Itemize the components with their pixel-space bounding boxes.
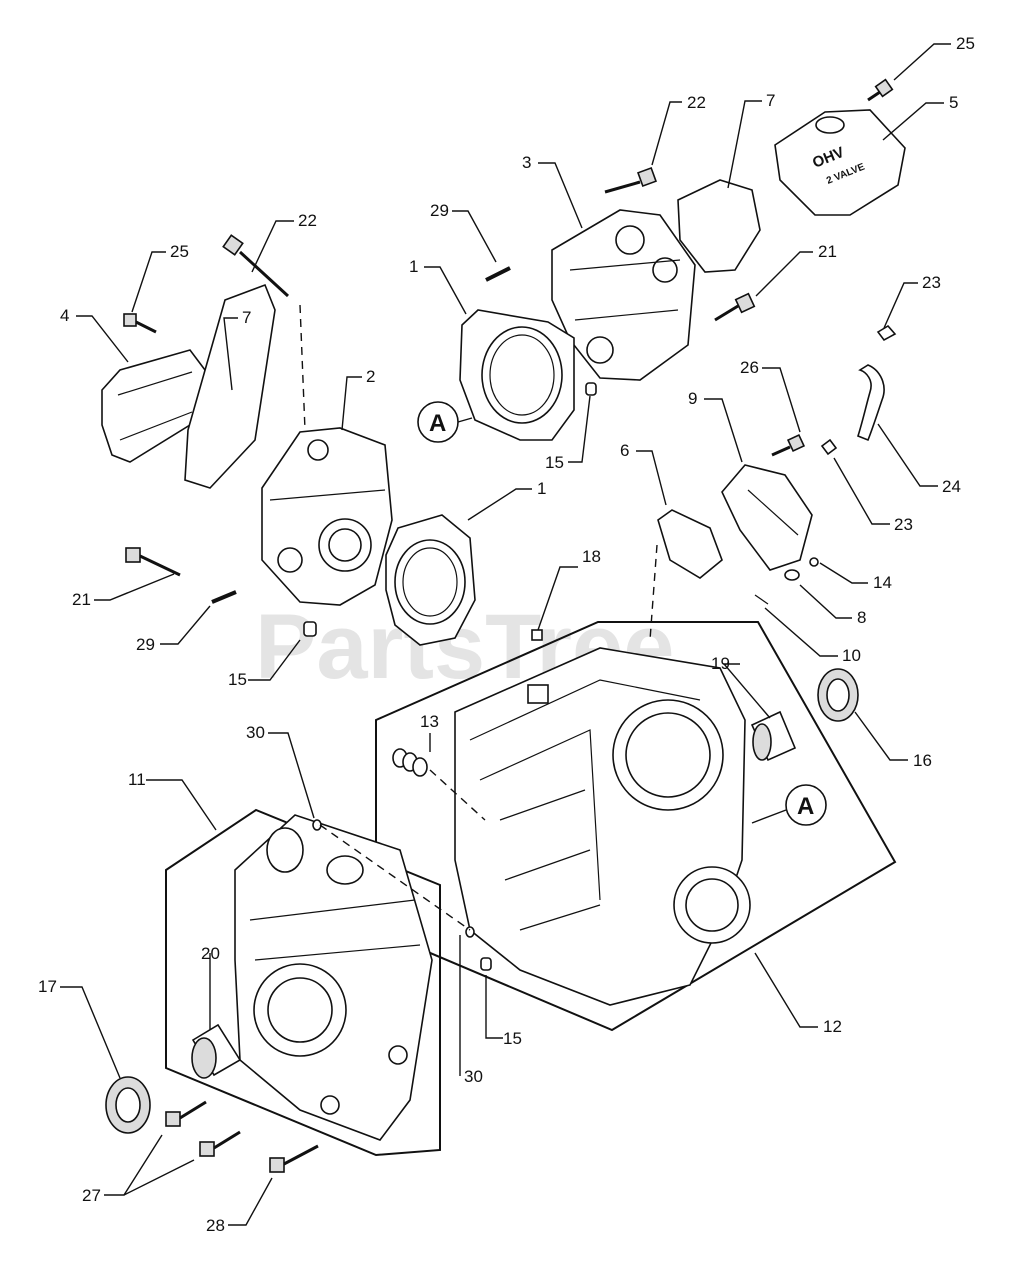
screw-25-left xyxy=(123,313,157,334)
plug-18 xyxy=(531,629,543,641)
callout-26: 26 xyxy=(740,358,759,377)
callout-17: 17 xyxy=(38,977,57,996)
svg-text:A: A xyxy=(797,793,814,820)
callout-8: 8 xyxy=(857,608,866,627)
bolt-28 xyxy=(269,1144,319,1173)
spring-13 xyxy=(392,748,428,777)
callout-18: 18 xyxy=(582,547,601,566)
callout-29-upper: 29 xyxy=(430,201,449,220)
callout-22-left: 22 xyxy=(298,211,317,230)
callout-29-lower: 29 xyxy=(136,635,155,654)
callout-20: 20 xyxy=(201,944,220,963)
callout-2: 2 xyxy=(366,367,375,386)
breather-tube-24 xyxy=(857,364,885,442)
svg-text:A: A xyxy=(429,410,446,437)
assembly-line-head-2 xyxy=(299,304,306,431)
assembly-line-spring-13 xyxy=(429,769,486,821)
bolt-21-right xyxy=(714,292,756,322)
callout-22-top: 22 xyxy=(687,93,706,112)
callout-27: 27 xyxy=(82,1186,101,1205)
valve-cover-gasket-lower xyxy=(184,283,276,489)
callout-23-lower: 23 xyxy=(894,515,913,534)
head-gasket-upper xyxy=(459,309,575,441)
oil-seal-16 xyxy=(817,668,859,722)
o-ring-30-lower xyxy=(465,926,475,938)
pin-14 xyxy=(809,557,819,567)
valve-cover-5: OHV 2 VALVE xyxy=(774,109,906,216)
callout-labels: 1 1 2 3 4 5 6 7 7 8 9 10 11 12 13 14 15 … xyxy=(38,34,975,1235)
callout-15-middle: 15 xyxy=(228,670,247,689)
cylinder-head-3 xyxy=(551,209,696,381)
breather-gasket-6 xyxy=(657,509,723,579)
callout-7-upper: 7 xyxy=(766,91,775,110)
screw-25-top xyxy=(867,78,894,102)
clip-8 xyxy=(784,569,800,581)
head-gasket-lower xyxy=(385,514,476,646)
callout-7-lower: 7 xyxy=(242,308,251,327)
assembly-line-cover-crankcase xyxy=(319,824,471,931)
hose-clamp-upper xyxy=(876,324,897,342)
assembly-line-breather xyxy=(649,544,658,641)
callout-25-top: 25 xyxy=(956,34,975,53)
bushing-20 xyxy=(191,1023,242,1079)
front-cover-group-outline xyxy=(165,808,441,1157)
dowel-15-upper xyxy=(585,382,597,396)
front-cover xyxy=(234,814,433,1141)
callout-23-upper: 23 xyxy=(922,273,941,292)
callout-24: 24 xyxy=(942,477,961,496)
bushing-19 xyxy=(750,710,797,762)
callout-21-left: 21 xyxy=(72,590,91,609)
bolt-27-upper xyxy=(165,1100,207,1127)
crankcase xyxy=(454,647,751,1006)
callout-9: 9 xyxy=(688,389,697,408)
callout-6: 6 xyxy=(620,441,629,460)
callout-3: 3 xyxy=(522,153,531,172)
leader-lines xyxy=(60,43,951,1226)
view-ref-a-upper: A xyxy=(417,401,473,443)
screw-26 xyxy=(771,433,806,457)
valve-cover-gasket-upper xyxy=(677,179,761,273)
callout-15-lower: 15 xyxy=(503,1029,522,1048)
callout-13: 13 xyxy=(420,712,439,731)
callout-1-lower: 1 xyxy=(537,479,546,498)
clip-10 xyxy=(754,594,769,605)
callout-30-upper: 30 xyxy=(246,723,265,742)
cylinder-head-2 xyxy=(261,427,393,606)
view-ref-a-lower: A xyxy=(751,784,827,826)
callout-5: 5 xyxy=(949,93,958,112)
bolt-27-lower xyxy=(199,1130,241,1157)
callout-10: 10 xyxy=(842,646,861,665)
stud-29-upper xyxy=(485,266,511,282)
dowel-15-lower xyxy=(480,957,492,971)
stud-29-lower xyxy=(211,590,237,604)
dowel-15-middle xyxy=(303,621,317,637)
bolt-21-left xyxy=(125,547,181,577)
callout-28: 28 xyxy=(206,1216,225,1235)
bolt-22-left xyxy=(222,234,290,298)
bolt-22-top xyxy=(604,167,657,194)
callout-15-upper: 15 xyxy=(545,453,564,472)
callout-4: 4 xyxy=(60,306,69,325)
callout-1-upper: 1 xyxy=(409,257,418,276)
callout-11: 11 xyxy=(128,770,146,789)
breather-cover-9 xyxy=(721,464,813,571)
callout-21-right: 21 xyxy=(818,242,837,261)
o-ring-30-upper xyxy=(312,819,322,831)
oil-seal-17 xyxy=(105,1076,151,1134)
callout-16: 16 xyxy=(913,751,932,770)
callout-25-left: 25 xyxy=(170,242,189,261)
hose-clamp-lower xyxy=(820,438,838,456)
callout-19: 19 xyxy=(711,654,730,673)
callout-12: 12 xyxy=(823,1017,842,1036)
callout-14: 14 xyxy=(873,573,892,592)
callout-30-lower: 30 xyxy=(464,1067,483,1086)
